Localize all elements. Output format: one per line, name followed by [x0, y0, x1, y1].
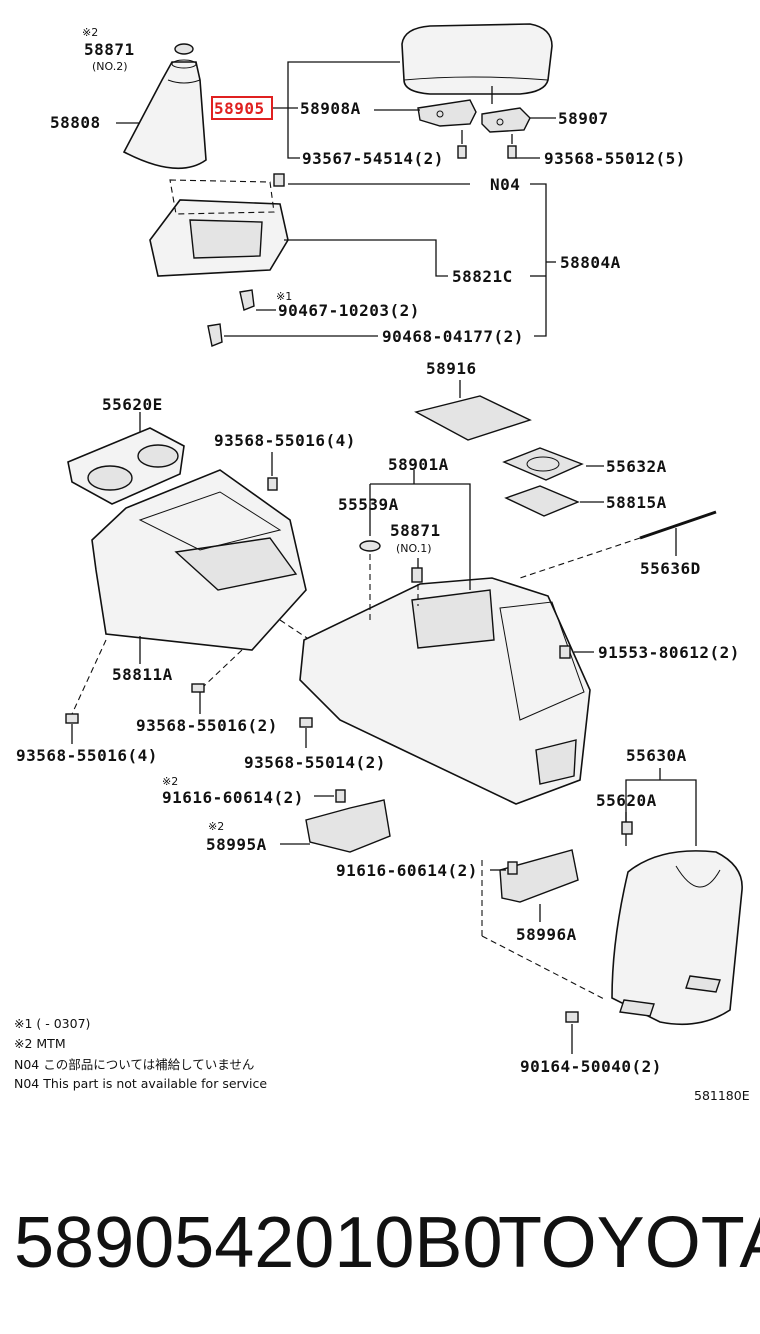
- screw-93568-55016-left: [65, 713, 79, 724]
- part-58995A-bracket: [305, 799, 391, 853]
- part-58808-shift-boot: [122, 59, 207, 170]
- part-58871-cap: [174, 43, 194, 55]
- diagram-code: 581180E: [694, 1088, 750, 1103]
- screw-93568-55016-mid: [191, 683, 205, 693]
- label-58916: 58916: [426, 359, 477, 378]
- caption-part-number: 5890542010B0: [14, 1203, 503, 1283]
- footnote-2: ※2 MTM: [14, 1036, 66, 1051]
- clip-90468: [207, 323, 223, 347]
- mark-note-2-c: ※2: [208, 820, 224, 833]
- mark-note-1-a: ※1: [276, 290, 292, 303]
- label-90164-50040: 90164-50040(2): [520, 1057, 662, 1076]
- screw-91616-mid: [507, 861, 518, 875]
- label-93568-55016-top: 93568-55016(4): [214, 431, 356, 450]
- label-55636D: 55636D: [640, 559, 701, 578]
- part-55632A-pad: [502, 447, 584, 481]
- part-55539A-clip: [359, 540, 381, 552]
- mark-note-2-a: ※2: [82, 26, 98, 39]
- screw-91553: [559, 645, 571, 659]
- label-55632A: 55632A: [606, 457, 667, 476]
- label-58871-mid-note: (NO.1): [396, 542, 432, 555]
- label-91616-60614-top: 91616-60614(2): [162, 788, 304, 807]
- label-58996A: 58996A: [516, 925, 577, 944]
- part-58907-latch: [481, 107, 531, 133]
- label-55630A: 55630A: [626, 746, 687, 765]
- mark-note-2-b: ※2: [162, 775, 178, 788]
- part-55620E-cup-holder: [67, 427, 185, 505]
- label-58871-mid: 58871: [390, 521, 441, 540]
- screw-N04: [273, 173, 285, 187]
- label-93568-55014: 93568-55014(2): [244, 753, 386, 772]
- part-58916-mat: [414, 395, 532, 441]
- label-93568-55012: 93568-55012(5): [544, 149, 686, 168]
- label-58871-top-note: (NO.2): [92, 60, 128, 73]
- caption-bar: 5890542010B0 TOYOTA: [0, 1188, 760, 1298]
- label-58808: 58808: [50, 113, 101, 132]
- label-N04: N04: [490, 175, 520, 194]
- part-58905-armrest-lid: [401, 23, 553, 95]
- label-58995A: 58995A: [206, 835, 267, 854]
- label-58815A: 58815A: [606, 493, 667, 512]
- highlight-box-58905: [211, 96, 273, 120]
- part-58908A-hinge: [417, 99, 477, 127]
- label-93568-55016-mid: 93568-55016(2): [136, 716, 278, 735]
- part-58901A-console-box: [299, 577, 591, 805]
- screw-93568-55016-top: [267, 477, 278, 491]
- part-58821C-bezel: [149, 179, 289, 277]
- clip-90467: [239, 289, 255, 311]
- part-55636D-rod: [639, 510, 717, 540]
- screw-90164: [565, 1011, 579, 1023]
- part-55630A-rear-cover: [611, 850, 743, 1026]
- label-93568-55016-left: 93568-55016(4): [16, 746, 158, 765]
- label-55620A: 55620A: [596, 791, 657, 810]
- parts-diagram: ※2 58871 (NO.2) 58808 58905 58908A 58907…: [14, 23, 750, 1103]
- label-91553-80612: 91553-80612(2): [598, 643, 740, 662]
- label-90468-04177: 90468-04177(2): [382, 327, 524, 346]
- part-58815A-sheet: [504, 485, 580, 517]
- part-58811A-front-panel: [91, 469, 307, 651]
- label-91616-60614-mid: 91616-60614(2): [336, 861, 478, 880]
- label-58821C: 58821C: [452, 267, 513, 286]
- label-58907: 58907: [558, 109, 609, 128]
- label-90467-10203: 90467-10203(2): [278, 301, 420, 320]
- label-58908A: 58908A: [300, 99, 361, 118]
- part-55620A-knob: [621, 821, 633, 835]
- label-58905-highlighted[interactable]: 58905: [214, 99, 265, 118]
- label-58901A: 58901A: [388, 455, 449, 474]
- label-58871-top: 58871: [84, 40, 135, 59]
- label-58804A: 58804A: [560, 253, 621, 272]
- label-55620E: 55620E: [102, 395, 163, 414]
- label-55539A: 55539A: [338, 495, 399, 514]
- label-93567-54514: 93567-54514(2): [302, 149, 444, 168]
- label-58811A: 58811A: [112, 665, 173, 684]
- screw-93568-55012: [507, 145, 517, 159]
- caption-brand: TOYOTA: [498, 1203, 760, 1283]
- part-58996A-bracket: [499, 849, 579, 903]
- part-58871-mid-knob: [411, 567, 423, 583]
- screw-93568-55014: [299, 717, 313, 728]
- footnote-1: ※1 ( - 0307): [14, 1016, 90, 1031]
- screw-91616-top: [335, 789, 346, 803]
- screw-93567: [457, 145, 467, 159]
- footnote-n04-ja: N04 この部品については補給していません: [14, 1057, 254, 1072]
- footnote-n04-en: N04 This part is not available for servi…: [14, 1076, 267, 1091]
